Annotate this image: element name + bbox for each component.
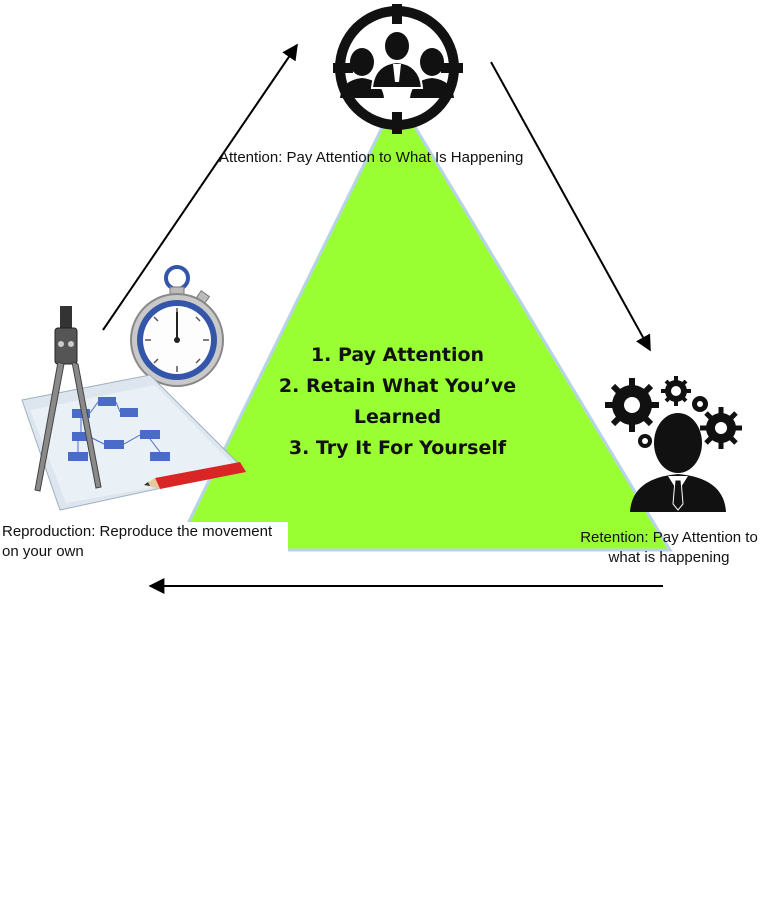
arrow-to-attention <box>102 43 298 331</box>
step-3: 3. Try It For Yourself <box>288 437 507 459</box>
group-target-icon <box>333 4 463 134</box>
step-2: 2. Retain What You’ve <box>278 375 517 397</box>
reproduction-label-line-1: Reproduction: Reproduce the movement <box>2 523 273 540</box>
central-triangle <box>172 93 673 552</box>
gears-person-icon <box>605 376 742 512</box>
retention-label-line-1: Retention: Pay Attention to <box>580 529 758 546</box>
step-2-continued: Learned <box>353 406 442 428</box>
retention-label-line-2: what is happening <box>608 549 730 566</box>
reproduction-label-line-2: on your own <box>2 543 84 560</box>
arrow-to-retention <box>490 61 651 352</box>
reproduction-label: Reproduction: Reproduce the movement on … <box>2 522 288 566</box>
step-1: 1. Pay Attention <box>310 344 485 366</box>
retention-label: Retention: Pay Attention to what is happ… <box>570 528 768 568</box>
steps-text: 1. Pay Attention 2. Retain What You’ve L… <box>250 340 545 464</box>
compass-blueprint-icon <box>21 306 247 511</box>
attention-label: Attention: Pay Attention to What Is Happ… <box>219 149 524 166</box>
stopwatch-icon <box>130 265 224 387</box>
